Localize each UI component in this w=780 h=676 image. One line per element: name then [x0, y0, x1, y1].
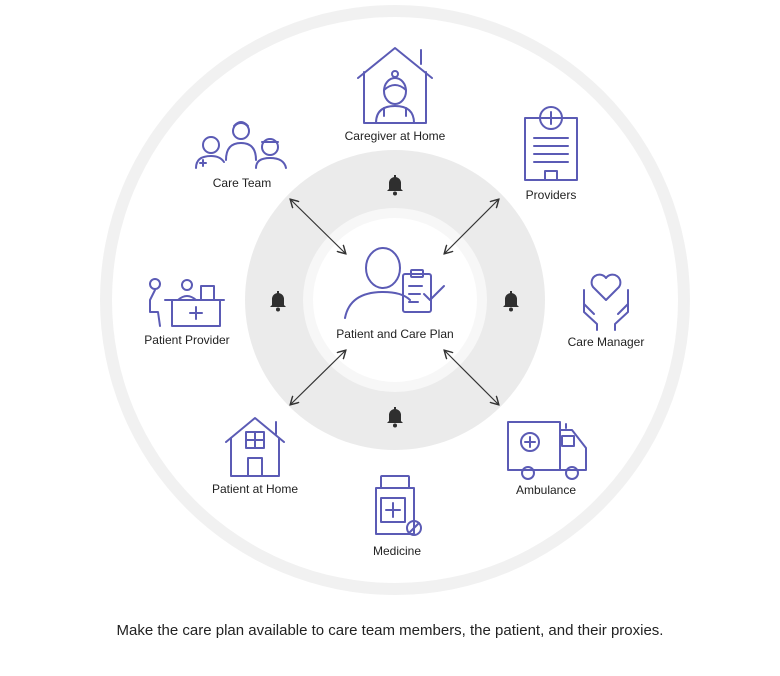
node-label-patient-provider: Patient Provider [144, 333, 229, 347]
caregiver-house-icon [357, 47, 433, 124]
arrow-top-left [291, 200, 345, 253]
hospital-building-icon [524, 106, 578, 181]
center-disc [313, 218, 477, 382]
arrow-top-right [445, 200, 498, 253]
arrow-bottom-left [291, 351, 345, 404]
node-label-ambulance: Ambulance [516, 483, 576, 497]
bell-icon [387, 407, 403, 428]
node-label-care-team: Care Team [213, 176, 271, 190]
heart-hands-icon [583, 273, 629, 331]
arrow-bottom-right [445, 351, 498, 404]
node-label-medicine: Medicine [373, 544, 421, 558]
bell-icon [387, 175, 403, 196]
center-label: Patient and Care Plan [336, 327, 453, 341]
bell-icon [270, 291, 286, 312]
patient-clipboard-icon [344, 247, 445, 319]
caption: Make the care plan available to care tea… [116, 622, 664, 639]
house-icon [225, 417, 285, 477]
ambulance-icon [507, 421, 587, 480]
node-label-patient-home: Patient at Home [212, 482, 298, 496]
medicine-bottle-icon [375, 475, 422, 536]
node-label-providers: Providers [526, 188, 577, 202]
node-label-caregiver: Caregiver at Home [345, 129, 446, 143]
bell-icon [503, 291, 519, 312]
reception-desk-icon [149, 278, 225, 327]
care-team-icon [195, 121, 287, 169]
node-label-care-manager: Care Manager [568, 335, 645, 349]
